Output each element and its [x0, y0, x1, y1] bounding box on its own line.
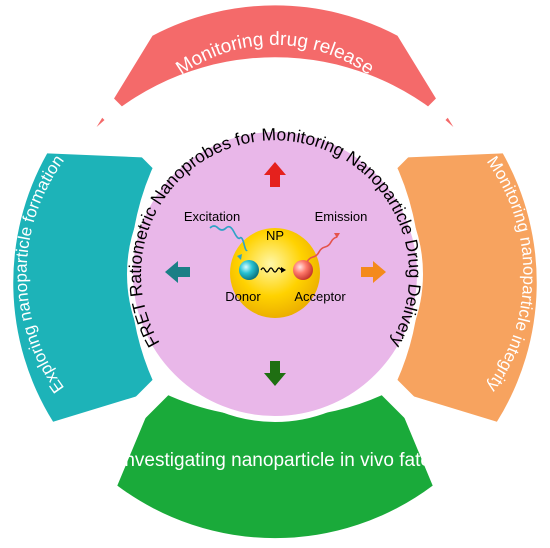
excitation-label: Excitation: [184, 209, 240, 224]
emission-label: Emission: [315, 209, 368, 224]
donor-sphere-icon: [239, 260, 259, 280]
energy-transfer-arrow-icon: [260, 267, 286, 273]
emission-arrow-icon: [306, 233, 340, 263]
acceptor-label: Acceptor: [294, 289, 346, 304]
donor-label: Donor: [225, 289, 261, 304]
arrow-right-icon: [361, 261, 386, 283]
segment-bottom: [117, 390, 433, 539]
nanoparticle-icon: [230, 228, 320, 318]
excitation-arrow-icon: [209, 225, 248, 260]
arrow-left-icon: [165, 261, 190, 283]
np-label: NP: [266, 228, 284, 243]
segment-left: [13, 153, 158, 422]
arrow-down-icon: [264, 361, 286, 386]
segment-top: [96, 5, 454, 128]
acceptor-sphere-icon: [293, 260, 313, 280]
segment-bottom-label: Investigating nanoparticle in vivo fate: [119, 450, 431, 471]
segment-gaps: [80, 80, 470, 468]
arrow-up-icon: [264, 162, 286, 187]
segment-right: [392, 153, 537, 422]
